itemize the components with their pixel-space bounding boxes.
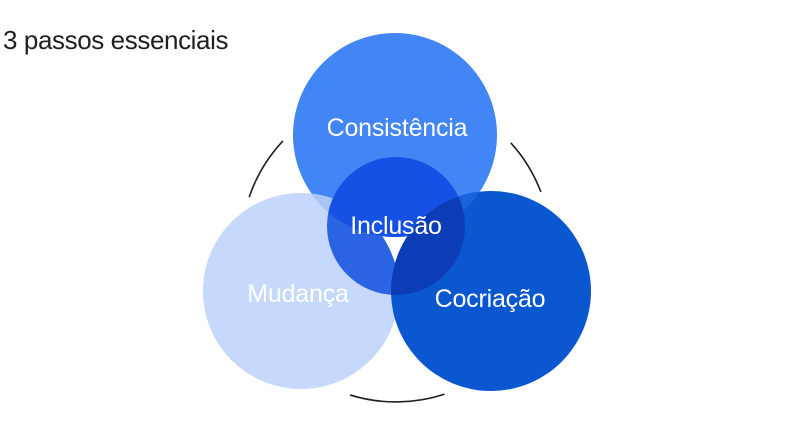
label-inclusao: Inclusão [350,212,442,240]
slide-title: 3 passos essenciais [3,25,228,55]
outer-arc-top-right [510,142,542,193]
circle-inclusao-over-top [327,157,465,237]
label-cocriacao: Cocriação [435,285,546,313]
outer-arc-bottom [349,393,445,403]
label-mudanca: Mudança [247,280,349,308]
outer-arc-top-left [248,140,284,198]
outer-ring-arcs [248,140,542,403]
label-consistencia: Consistência [327,114,468,142]
